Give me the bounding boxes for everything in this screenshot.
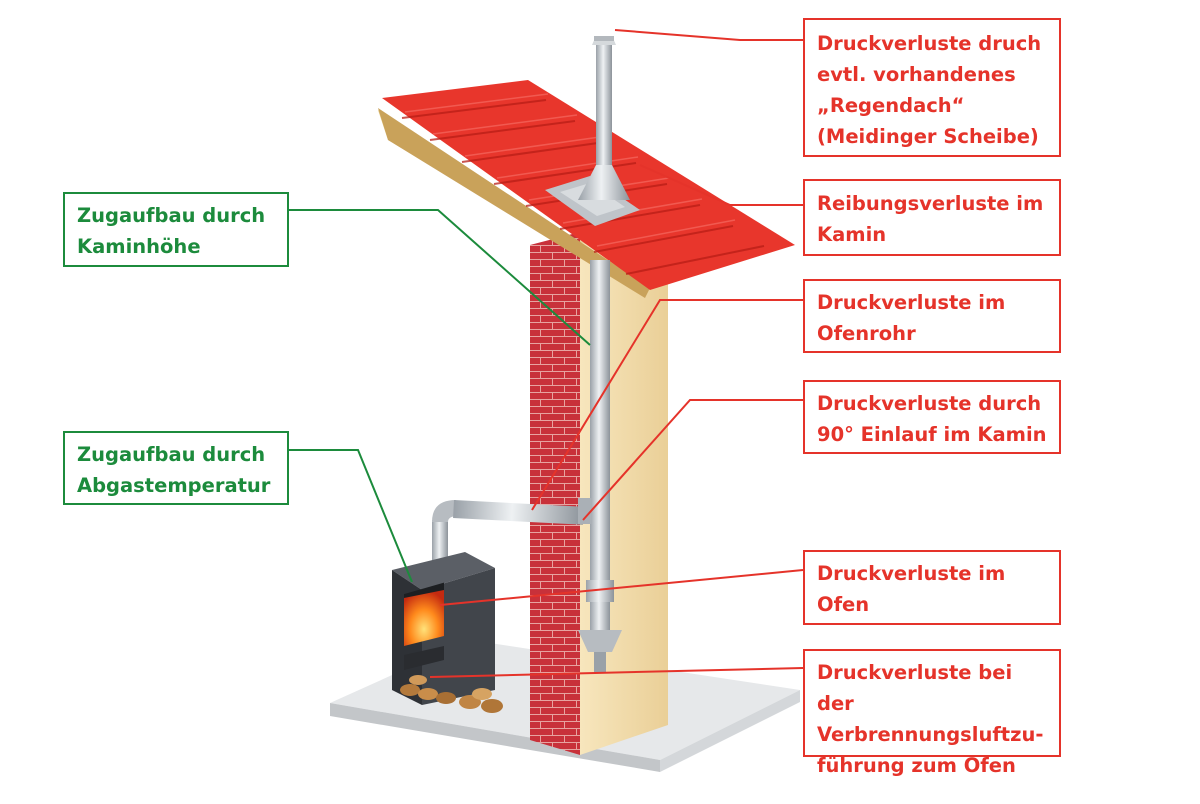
label-90-inlet-loss: Druckverluste durch 90° Einlauf im Kamin: [803, 380, 1061, 454]
draft-leader-lines: [289, 209, 591, 583]
label-draft-chimney-height: Zugaufbau durch Kaminhöhe: [63, 192, 289, 267]
chimney-brick-column: [530, 232, 580, 755]
label-friction-loss: Reibungsverluste im Kamin: [803, 179, 1061, 256]
label-stove-loss: Druckverluste im Ofen: [803, 550, 1061, 625]
leader-ofen: [439, 569, 804, 606]
leader-abgastemperatur: [289, 449, 413, 583]
loss-leader-lines: [429, 29, 804, 678]
firewood-stack: [400, 675, 503, 713]
roof-stack-pipe: [578, 36, 630, 200]
leader-reibung: [639, 164, 803, 206]
leader-ofenrohr: [531, 299, 803, 511]
leader-verbrennung: [429, 667, 804, 678]
label-stovepipe-loss: Druckverluste im Ofenrohr: [803, 279, 1061, 353]
chimney-liner-pipe: [578, 260, 622, 672]
leader-einlauf: [582, 399, 803, 521]
label-regendach-loss: Druckverluste druch evtl. vorhandenes „R…: [803, 18, 1061, 157]
stove-flue-pipe: [432, 498, 592, 565]
label-draft-flue-temperature: Zugaufbau durch Abgastemperatur: [63, 431, 289, 505]
leader-kaminhoehe: [289, 209, 591, 346]
label-combustion-air-loss: Druckverluste bei der Verbrennungsluftzu…: [803, 649, 1061, 777]
leader-regendach: [614, 29, 803, 41]
